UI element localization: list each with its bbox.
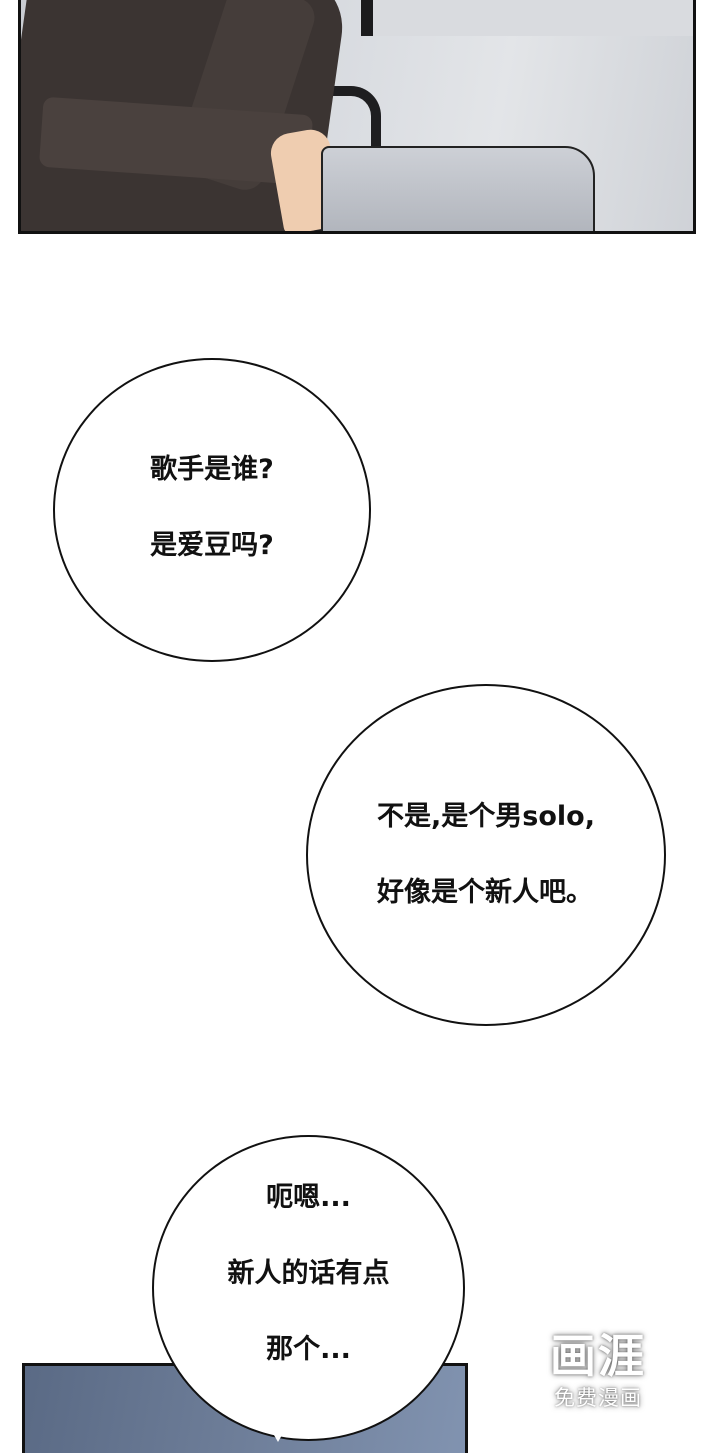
bubble-2-line-2: 好像是个新人吧。 bbox=[377, 877, 594, 908]
bubble-1-text: 歌手是谁? 是爱豆吗? bbox=[150, 413, 274, 603]
bubble-2-text: 不是,是个男solo, 好像是个新人吧。 bbox=[377, 760, 595, 950]
speech-bubble-2: 不是,是个男solo, 好像是个新人吧。 bbox=[306, 684, 666, 1026]
watermark: 画涯 免费漫画 bbox=[538, 1328, 658, 1428]
bubble-3-line-2: 新人的话有点 bbox=[227, 1258, 390, 1289]
bubble-1-line-1: 歌手是谁? bbox=[150, 454, 274, 485]
bubble-3-line-1: 呃嗯... bbox=[266, 1182, 351, 1213]
speech-bubble-tail bbox=[270, 1428, 286, 1442]
bubble-3-text: 呃嗯... 新人的话有点 那个... bbox=[228, 1141, 390, 1407]
speech-bubble-1: 歌手是谁? 是爱豆吗? bbox=[53, 358, 371, 662]
white-cloth bbox=[321, 146, 595, 231]
comic-panel-top bbox=[18, 0, 696, 234]
bubble-1-line-2: 是爱豆吗? bbox=[150, 530, 274, 561]
watermark-logo: 画涯 bbox=[550, 1329, 646, 1383]
monitor bbox=[361, 0, 693, 36]
bubble-3-line-3: 那个... bbox=[266, 1334, 351, 1365]
watermark-subtitle: 免费漫画 bbox=[554, 1386, 642, 1410]
bubble-2-line-1: 不是,是个男solo, bbox=[377, 801, 595, 832]
speech-bubble-3: 呃嗯... 新人的话有点 那个... bbox=[152, 1135, 465, 1441]
